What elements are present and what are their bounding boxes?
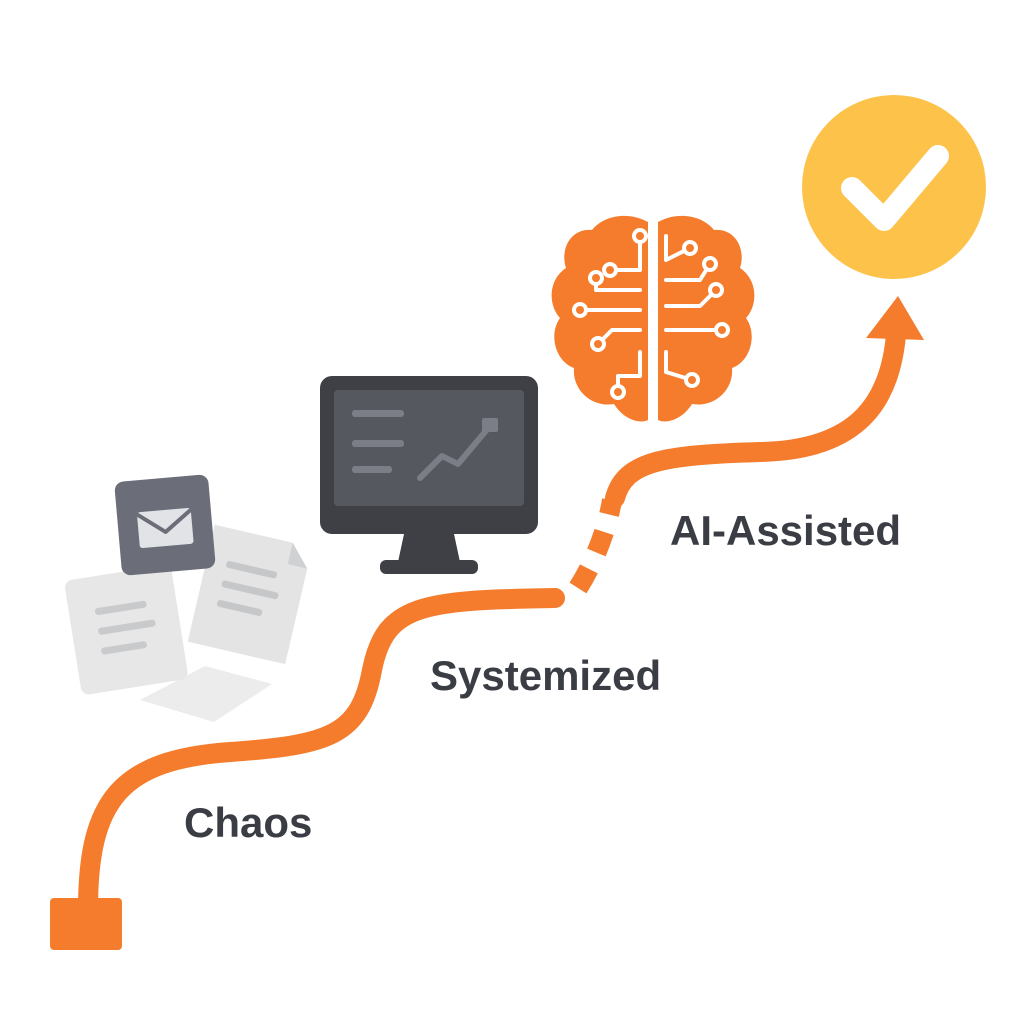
stage-label-systemized: Systemized [430,652,662,699]
brain-right-hemisphere [658,215,755,422]
brain-left-hemisphere [551,215,648,422]
stage-label-ai-assisted: AI-Assisted [670,507,902,554]
scattered-documents-icon [65,474,308,722]
brain-circuit-icon [551,215,755,422]
monitor-chart-icon [320,376,538,574]
path-segment-upper [605,325,906,508]
path-start-marker [50,898,122,950]
circuit-nodes [572,228,730,400]
trend-line [417,423,493,481]
stage-label-chaos: Chaos [184,799,313,846]
document-right [187,524,308,665]
journey-path [50,296,924,950]
path-segment-dashed [569,498,622,594]
document-left [65,565,188,695]
checkmark-circle-icon [802,95,986,279]
loose-paper [140,666,272,722]
path-segment-lower [78,588,565,920]
envelope-icon [114,474,216,576]
arrow-head-icon [866,296,924,340]
